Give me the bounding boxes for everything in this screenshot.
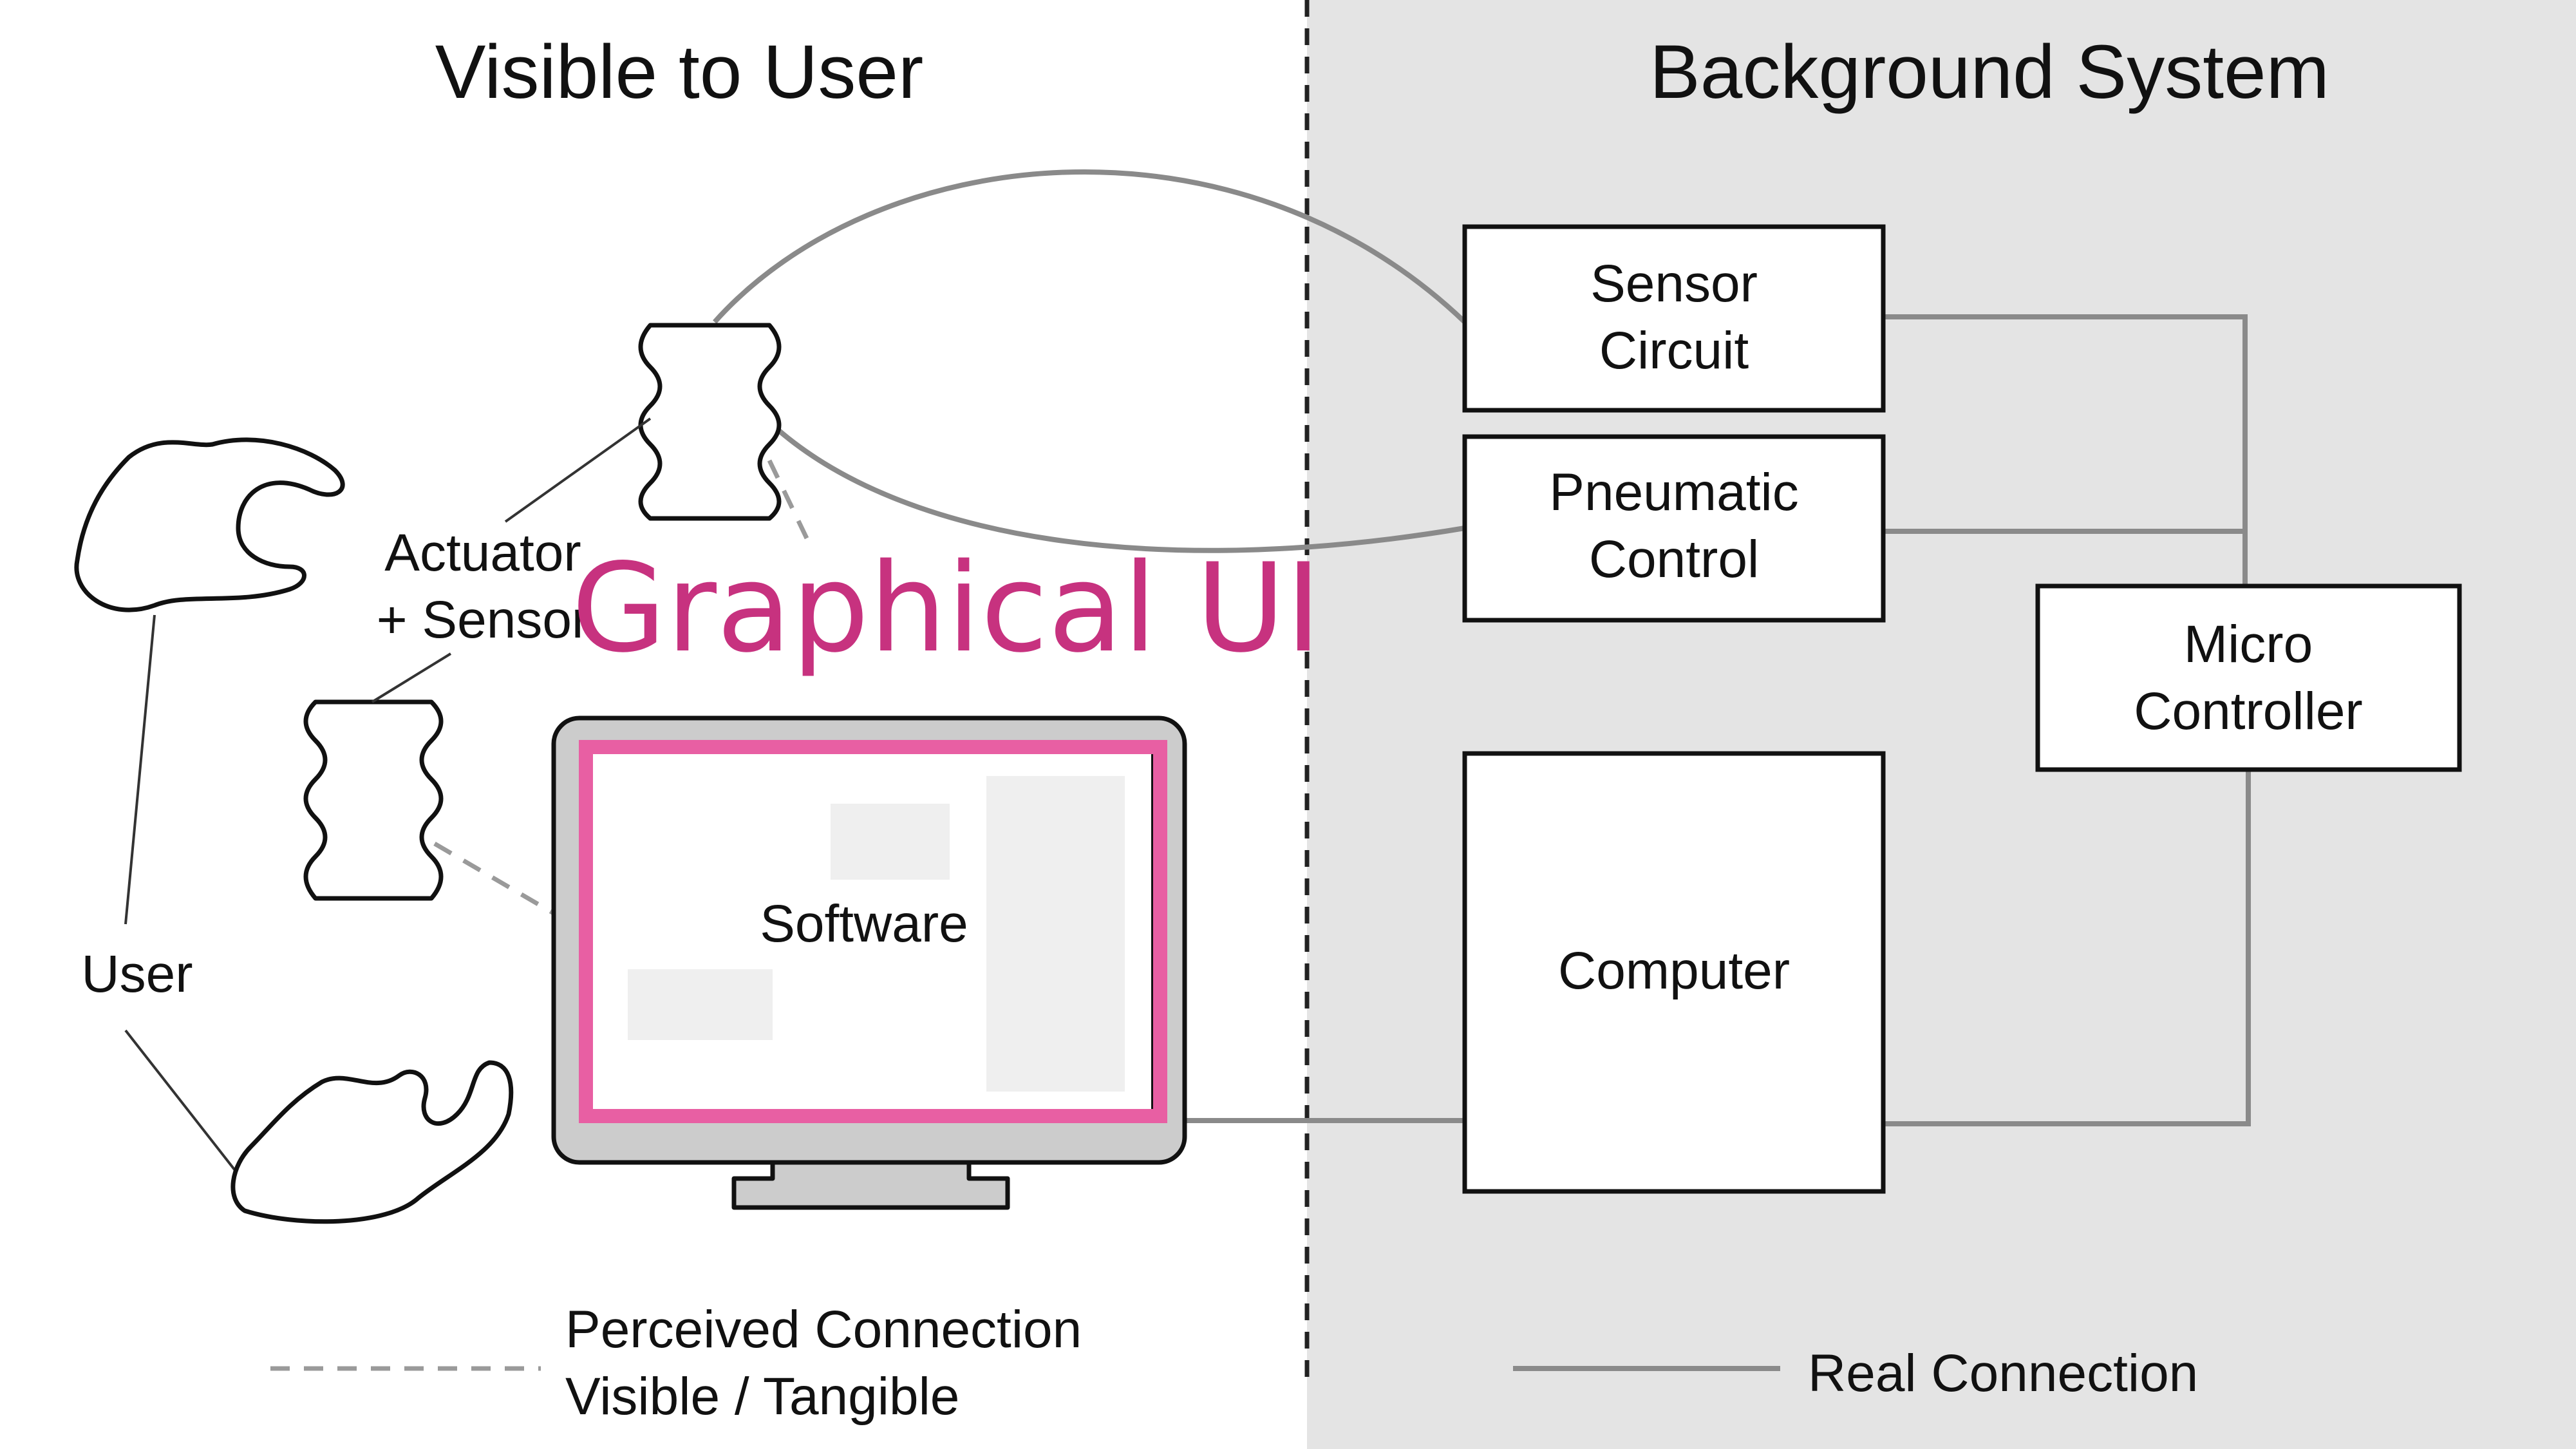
actuator-sensor-label-line2: + Sensor [377, 591, 589, 649]
visible-to-user-title: Visible to User [435, 30, 924, 115]
micro-controller-label-line2: Controller [2134, 682, 2362, 741]
lower-hand-icon [230, 1060, 514, 1224]
pneumatic-control-label-line1: Pneumatic [1549, 463, 1798, 522]
graphical-ui-highlight-frame [579, 740, 1167, 1123]
real-connection-sensor-circuit-to-controller [1883, 314, 2248, 586]
graphical-ui-label: Graphical UI [572, 537, 1322, 679]
perceived-connection-actuator-to-software [767, 459, 811, 542]
sensor-pointer-line [371, 652, 452, 703]
sensor-circuit-label-line1: Sensor [1590, 254, 1758, 313]
micro-controller-box [2035, 583, 2462, 772]
real-connection-controller-to-computer [1883, 770, 2251, 1126]
sensor-circuit-box [1462, 224, 1886, 413]
computer-label: Computer [1558, 942, 1790, 1000]
user-label: User [81, 945, 193, 1003]
software-window-small-top [831, 804, 950, 880]
actuator-pointer-line [504, 417, 652, 523]
user-pointer-line-top [124, 614, 156, 925]
sensor-spring-icon [303, 699, 444, 901]
software-window-panel-right [986, 776, 1125, 1092]
pneumatic-control-box [1462, 434, 1886, 623]
legend-perceived-label-line2: Visible / Tangible [565, 1367, 959, 1426]
actuator-spring-icon [638, 323, 782, 521]
user-pointer-line-bottom [124, 1029, 243, 1180]
upper-hand-icon [74, 437, 345, 612]
software-label: Software [760, 895, 968, 953]
sensor-circuit-label-line2: Circuit [1599, 321, 1749, 380]
legend-perceived-label-line1: Perceived Connection [565, 1300, 1082, 1359]
background-system-title: Background System [1650, 30, 2329, 115]
software-window-small-left [628, 969, 773, 1040]
micro-controller-label-line1: Micro [2184, 615, 2313, 674]
legend-real-label: Real Connection [1808, 1344, 2198, 1403]
real-connection-actuator-to-pneumatic [771, 423, 1465, 553]
real-connection-actuator-to-sensor-circuit [713, 169, 1467, 324]
pneumatic-control-label-line2: Control [1589, 530, 1759, 589]
computer-box [1462, 751, 1886, 1194]
actuator-sensor-label-line1: Actuator [384, 524, 581, 582]
